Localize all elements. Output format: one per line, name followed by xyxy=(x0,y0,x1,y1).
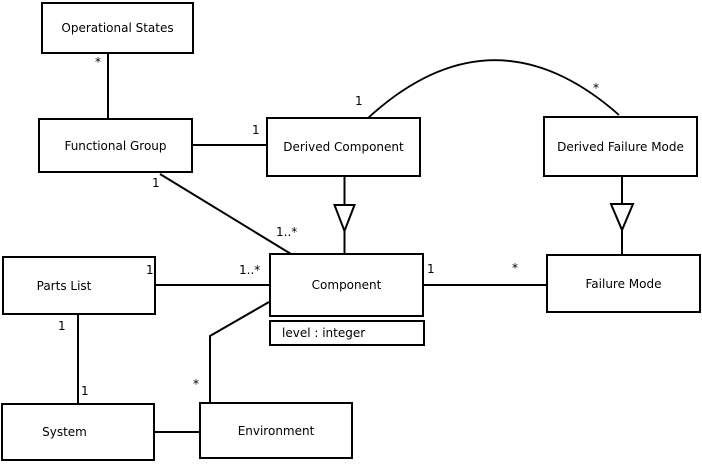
attribute-box-component: level : integer xyxy=(269,320,425,346)
class-box-failure-mode: Failure Mode xyxy=(546,254,701,313)
class-label-component: Component xyxy=(311,278,382,292)
class-label-derived-failure-mode: Derived Failure Mode xyxy=(557,139,684,154)
multiplicity-parts-list-system-bottom: 1 xyxy=(81,384,89,398)
multiplicity-functional-group-end: 1 xyxy=(152,176,160,190)
multiplicity-parts-list-end: 1 xyxy=(146,263,154,277)
multiplicity-operational-states-end: * xyxy=(95,55,101,69)
class-box-operational-states: Operational States xyxy=(41,2,194,54)
class-label-operational-states: Operational States xyxy=(61,21,174,35)
class-box-derived-failure-mode: Derived Failure Mode xyxy=(543,116,698,177)
class-label-failure-mode: Failure Mode xyxy=(585,276,662,291)
class-label-system: System xyxy=(42,425,87,439)
multiplicity-component-end-to-failure-mode: 1 xyxy=(427,262,435,276)
edge-functional-group-component xyxy=(159,173,292,255)
multiplicity-parts-list-system-top: 1 xyxy=(58,319,66,333)
edge-derived-component-derived-failure-mode-arc xyxy=(367,59,620,119)
class-box-derived-component: Derived Component xyxy=(266,117,421,177)
multiplicity-environment-end: * xyxy=(193,377,199,391)
class-label-derived-component: Derived Component xyxy=(283,140,404,154)
generalization-triangle-component xyxy=(333,204,356,234)
multiplicity-failure-mode-end: * xyxy=(512,261,518,275)
multiplicity-component-end-from-functional-group: 1..* xyxy=(276,225,298,239)
class-box-parts-list: Parts List xyxy=(2,256,156,315)
edge-component-environment xyxy=(209,301,270,402)
class-label-parts-list: Parts List xyxy=(36,278,92,293)
multiplicity-arc-derived-failure-mode-end: * xyxy=(593,81,599,95)
class-box-environment: Environment xyxy=(199,402,353,459)
multiplicity-derived-component-end: 1 xyxy=(252,123,260,137)
attribute-label-component-level: level : integer xyxy=(282,326,366,340)
multiplicity-component-end-from-parts-list: 1..* xyxy=(239,263,261,277)
class-label-functional-group: Functional Group xyxy=(64,138,167,153)
generalization-triangle-failure-mode xyxy=(609,203,635,233)
class-box-system: System xyxy=(1,403,155,461)
class-box-component: Component xyxy=(269,253,424,317)
multiplicity-arc-derived-component-end: 1 xyxy=(355,94,363,108)
class-label-environment: Environment xyxy=(237,423,315,438)
class-box-functional-group: Functional Group xyxy=(38,118,193,173)
